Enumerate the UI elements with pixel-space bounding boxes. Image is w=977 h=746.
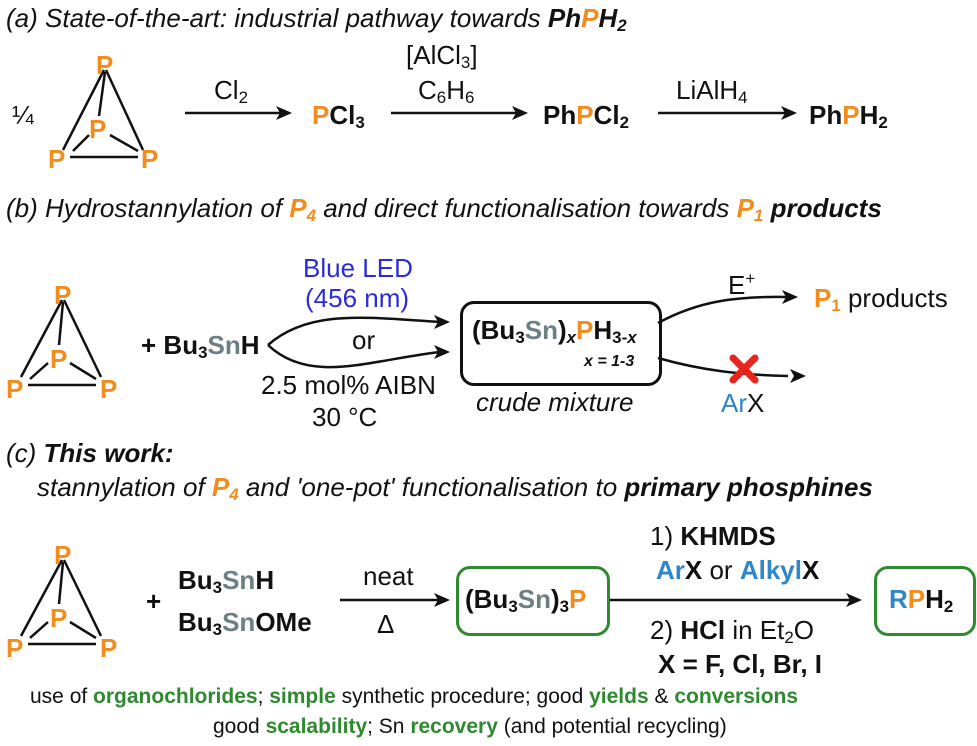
intermediate-bu3sn3p: (Bu3Sn)3P (465, 584, 587, 617)
footer-line-1: use of organochlorides; simple synthetic… (30, 685, 799, 708)
p-atom-right: P (100, 633, 118, 663)
reagent-bu3snome: Bu3SnOMe (178, 607, 312, 640)
p-atom-left: P (6, 633, 24, 663)
p-atom-center: P (50, 344, 68, 374)
reagent-bu3snh-c: Bu3SnH (178, 565, 275, 598)
catalyst-alcl3: [AlCl3] (406, 40, 478, 73)
p-atom-left: P (48, 144, 66, 174)
product-box-green (874, 566, 976, 636)
condition-blue-led: Blue LED (303, 253, 413, 283)
footer-line-2: good scalability; Sn recovery (and poten… (213, 715, 727, 738)
header-a-text: (a) State-of-the-art: industrial pathway… (6, 3, 548, 33)
condition-heat: Δ (377, 609, 395, 639)
reagent-cl2: Cl2 (214, 75, 248, 108)
product-phpcl2: PhPCl2 (543, 100, 629, 133)
condition-temperature: 30 °C (312, 402, 378, 432)
product-rph2: RPH2 (889, 584, 954, 617)
plus-sign-c: + (146, 586, 162, 616)
header-a-ph: Ph (547, 3, 582, 33)
condition-or: or (352, 325, 376, 355)
header-a-sub: 2 (617, 16, 627, 36)
crude-mixture-box (460, 301, 662, 386)
p1-products-b: P1 products (814, 283, 948, 316)
quarter-coefficient: ¼ (12, 100, 34, 130)
p-atom-top: P (54, 280, 72, 310)
header-a-p: P (581, 3, 599, 33)
p-atom-right: P (141, 144, 159, 174)
x-range-label: x = 1-3 (584, 353, 635, 370)
header-a-h: H (598, 3, 618, 33)
p-atom-right: P (100, 374, 118, 404)
p-atom-left: P (6, 374, 24, 404)
condition-aibn: 2.5 mol% AIBN (261, 370, 436, 400)
arx-label-b: ArX (721, 388, 765, 418)
intermediate-bu3sn-xph: (Bu3Sn)xPH3-x (472, 315, 637, 348)
p-atom-center: P (50, 603, 68, 633)
product-pcl3: PCl3 (312, 100, 365, 133)
product-phph2: PhPH2 (809, 100, 888, 133)
p-atom-center: P (89, 114, 107, 144)
header-b: (b) Hydrostannylation of P4 and direct f… (6, 193, 882, 226)
reagent-bu3snh-b: + Bu3SnH (141, 330, 260, 363)
header-c: (c) This work: (6, 438, 174, 468)
solvent-c6h6: C6H6 (418, 75, 475, 108)
condition-wavelength: (456 nm) (305, 283, 410, 313)
p-atom-top: P (54, 540, 72, 570)
reagent-lialh4: LiAlH4 (676, 75, 748, 108)
halide-scope: X = F, Cl, Br, I (658, 649, 822, 679)
condition-neat: neat (363, 561, 414, 591)
electrophile-e-plus: E+ (728, 268, 756, 300)
header-c-line2: stannylation of P4 and 'one-pot' functio… (37, 472, 873, 505)
crude-mixture-label: crude mixture (476, 387, 634, 417)
step-1-khmds: 1) KHMDS (650, 521, 776, 551)
cross-icon (729, 354, 759, 384)
p-atom-top: P (96, 50, 114, 80)
step-2-hcl: 2) HCl in Et2O (650, 615, 815, 648)
intermediate-box-green (456, 566, 610, 636)
header-a: (a) State-of-the-art: industrial pathway… (6, 3, 627, 34)
step-1-electrophile: ArX or AlkylX (656, 555, 820, 585)
